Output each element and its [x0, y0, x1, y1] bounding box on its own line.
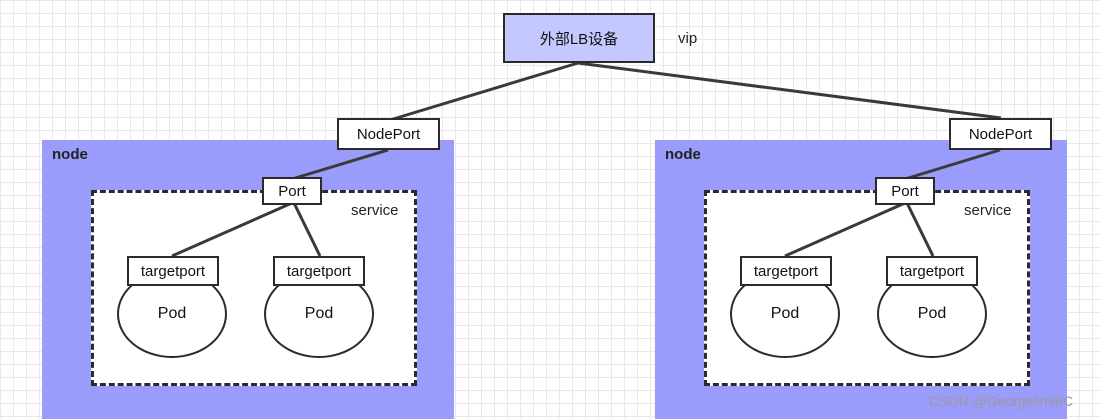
service-2-label: service — [964, 202, 1012, 219]
watermark: CSDN @Georgelin98C — [929, 393, 1074, 409]
edge-nodeport-port-1 — [291, 148, 389, 181]
targetport-1a: targetport — [127, 256, 219, 286]
targetport-1b: targetport — [273, 256, 365, 286]
node-2-label: node — [665, 146, 701, 163]
port-1: Port — [262, 177, 322, 205]
nodeport-2: NodePort — [949, 118, 1052, 150]
edge-port-targetport-1a — [171, 201, 293, 258]
port-2: Port — [875, 177, 935, 205]
edge-lb-nodeport-2 — [577, 61, 1002, 120]
edge-port-targetport-1b — [292, 202, 322, 257]
edge-port-targetport-2b — [905, 202, 935, 257]
nodeport-1: NodePort — [337, 118, 440, 150]
external-lb-device: 外部LB设备 — [503, 13, 655, 63]
edge-port-targetport-2a — [784, 201, 906, 258]
vip-label: vip — [678, 30, 698, 47]
targetport-2a: targetport — [740, 256, 832, 286]
targetport-2b: targetport — [886, 256, 978, 286]
node-1-label: node — [52, 146, 88, 163]
edge-nodeport-port-2 — [904, 148, 1001, 181]
edge-lb-nodeport-1 — [389, 61, 579, 122]
service-1-label: service — [351, 202, 399, 219]
